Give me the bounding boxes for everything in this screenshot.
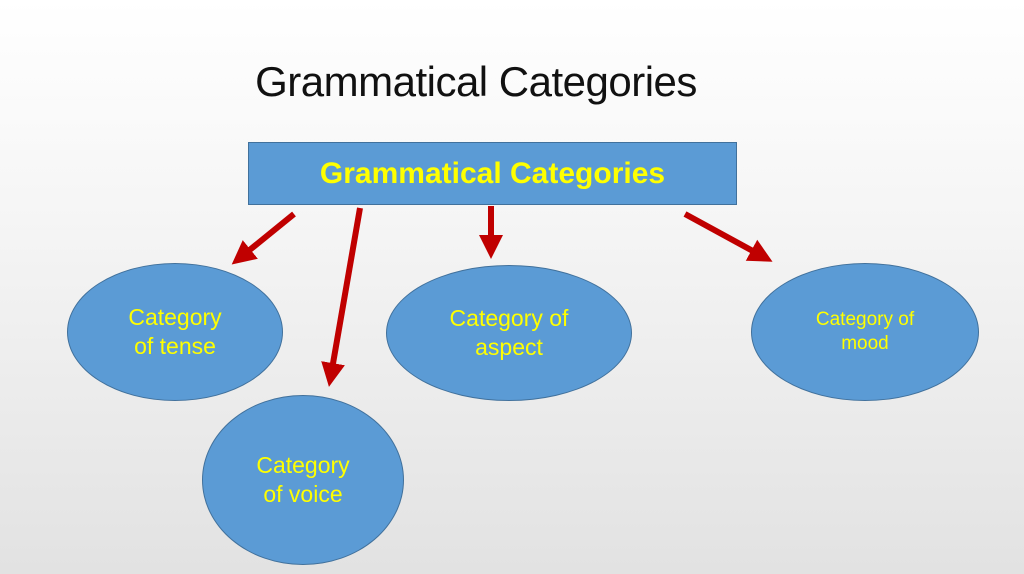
node-aspect-line2: aspect xyxy=(475,334,543,360)
node-mood-line2: mood xyxy=(841,333,889,354)
root-node-box: Grammatical Categories xyxy=(248,142,737,205)
arrow-to-mood xyxy=(683,211,773,262)
node-aspect-line1: Category of xyxy=(449,305,569,332)
node-tense-line1: Category xyxy=(128,304,222,331)
node-tense-line2: of tense xyxy=(134,333,216,359)
node-mood-line1: Category of xyxy=(815,309,915,331)
node-category-mood: Category of mood xyxy=(751,263,979,401)
arrow-to-tense xyxy=(231,211,296,265)
node-voice-line2: of voice xyxy=(263,481,343,507)
node-category-tense: Category of tense xyxy=(67,263,283,401)
root-node-label: Grammatical Categories xyxy=(319,156,666,190)
node-voice-line1: Category xyxy=(256,452,350,479)
arrow-to-voice xyxy=(321,207,363,387)
slide-title: Grammatical Categories xyxy=(255,58,697,105)
node-category-aspect: Category of aspect xyxy=(386,265,632,401)
node-category-voice: Category of voice xyxy=(202,395,404,565)
